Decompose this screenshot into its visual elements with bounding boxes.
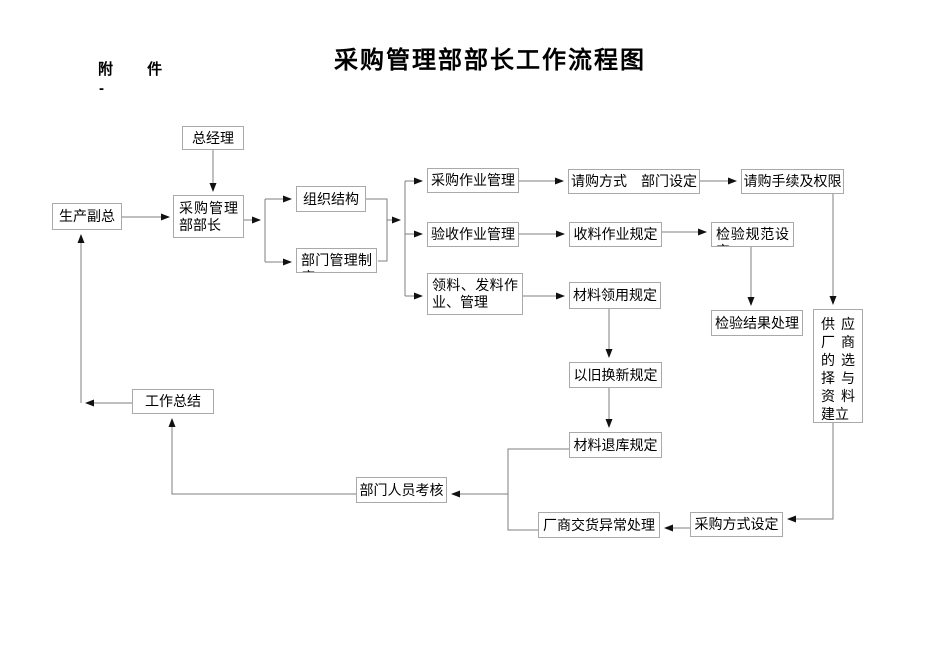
node-production-vp: 生产副总 <box>52 203 122 230</box>
node-work-summary: 工作总结 <box>132 389 214 414</box>
edge-supplier-to-purchmethod <box>787 423 834 523</box>
node-material-return-rules: 材料退库规定 <box>569 432 662 458</box>
node-acceptance-ops: 验收作业管理 <box>427 222 519 247</box>
node-staff-assessment: 部门人员考核 <box>356 477 447 503</box>
node-purchase-method: 采购方式设定 <box>690 512 783 537</box>
node-receiving-rules: 收料作业规定 <box>569 222 662 247</box>
node-requisition-method: 请购方式 部门设定 <box>568 169 700 194</box>
node-inspection-spec: 检验规范设定 <box>711 222 794 247</box>
node-supplier-selection: 供应厂商的选择与资料建立 <box>813 309 863 423</box>
node-general-manager: 总经理 <box>182 126 244 150</box>
attachment-dash: - <box>99 80 104 97</box>
node-material-use-rules: 材料领用规定 <box>569 282 661 309</box>
node-purchasing-ops: 采购作业管理 <box>427 168 519 193</box>
node-trade-in-rules: 以旧换新规定 <box>569 362 662 388</box>
junction-return-delivery <box>507 448 569 531</box>
edge-assessment-to-summary <box>168 418 356 495</box>
node-inspection-result: 检验结果处理 <box>711 310 803 336</box>
page-title: 采购管理部部长工作流程图 <box>334 47 646 74</box>
bracket-org-deptmgmt <box>366 198 388 262</box>
attachment-label: 附 件 <box>98 61 163 78</box>
node-dept-mgmt-system: 部门管理制度 <box>296 248 377 273</box>
node-requisition-authority: 请购手续及权限 <box>741 169 844 194</box>
node-delivery-exception: 厂商交货异常处理 <box>538 512 660 538</box>
node-org-structure: 组织结构 <box>296 186 366 212</box>
node-purchasing-director: 采购管理部部长 <box>173 195 244 238</box>
node-issuing-ops: 领料、发料作业、管理 <box>427 273 523 315</box>
